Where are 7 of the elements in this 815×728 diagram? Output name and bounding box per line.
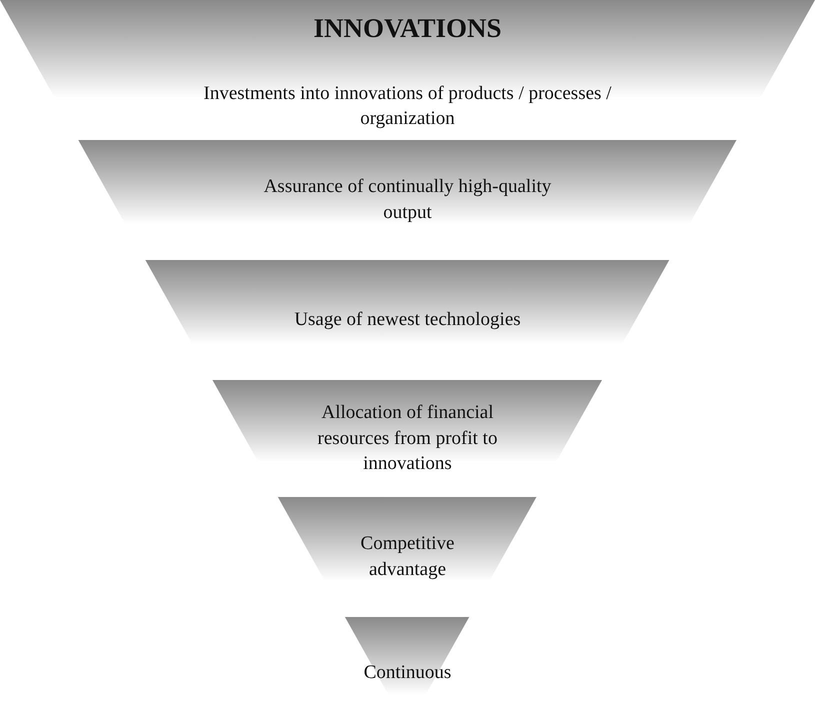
band-text: Usage of newest technologies — [294, 308, 521, 332]
band-text: Competitive advantage — [360, 532, 456, 582]
band-text: Continuous — [364, 660, 452, 685]
band-text: Assurance of continually high-quality output — [262, 175, 552, 225]
band-text: Investments into innovations of products / processes / organization — [202, 82, 612, 132]
band-text: Allocation of financial resources from profit to innovations — [316, 401, 498, 476]
band-heading: INNOVATIONS — [313, 12, 502, 45]
